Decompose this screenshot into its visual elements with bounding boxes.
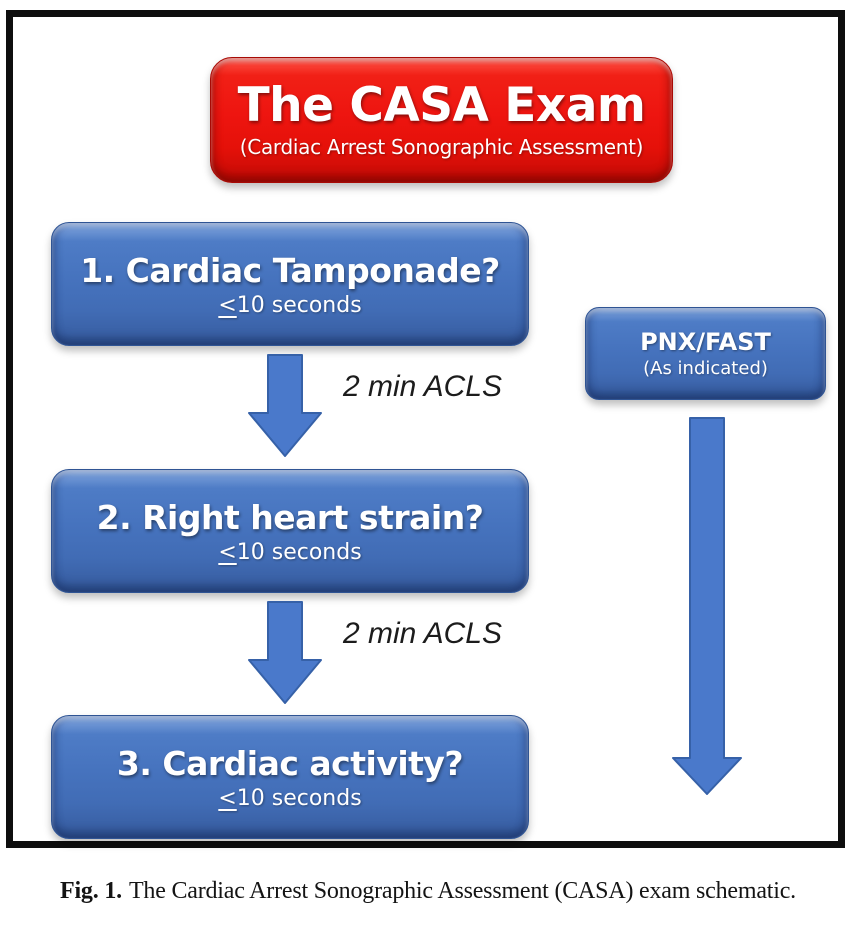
long-down-arrow-icon [672,417,742,795]
step-time-text: 10 seconds [236,785,362,811]
caption-label: Fig. 1. [60,878,122,904]
step-time-text: 10 seconds [236,292,362,318]
pnx-fast-box: PNX/FAST (As indicated) [585,307,826,400]
step-time: <10 seconds [218,540,361,565]
step-time: <10 seconds [218,293,361,318]
pnx-fast-subtitle: (As indicated) [643,358,768,379]
step-heading: 2. Right heart strain? [96,497,484,537]
acls-interval-label: 2 min ACLS [343,370,502,403]
down-arrow-icon [248,601,322,704]
figure-caption: Fig. 1.The Cardiac Arrest Sonographic As… [0,878,856,905]
step-time: <10 seconds [218,786,361,811]
casa-title-box: The CASA Exam (Cardiac Arrest Sonographi… [210,57,673,183]
step-heading: 3. Cardiac activity? [116,743,464,783]
acls-interval-label: 2 min ACLS [343,617,502,650]
leq-sign: < [218,539,237,565]
casa-subtitle: (Cardiac Arrest Sonographic Assessment) [239,134,644,159]
step-box-cardiac-activity: 3. Cardiac activity? <10 seconds [51,715,529,839]
caption-text: The Cardiac Arrest Sonographic Assessmen… [128,878,796,904]
leq-sign: < [218,292,237,318]
step-box-right-heart-strain: 2. Right heart strain? <10 seconds [51,469,529,593]
step-time-text: 10 seconds [236,539,362,565]
figure-frame: The CASA Exam (Cardiac Arrest Sonographi… [6,10,845,848]
down-arrow-icon [248,354,322,457]
casa-title: The CASA Exam [237,78,646,134]
step-heading: 1. Cardiac Tamponade? [80,250,500,290]
leq-sign: < [218,785,237,811]
step-box-cardiac-tamponade: 1. Cardiac Tamponade? <10 seconds [51,222,529,346]
pnx-fast-title: PNX/FAST [640,328,771,356]
